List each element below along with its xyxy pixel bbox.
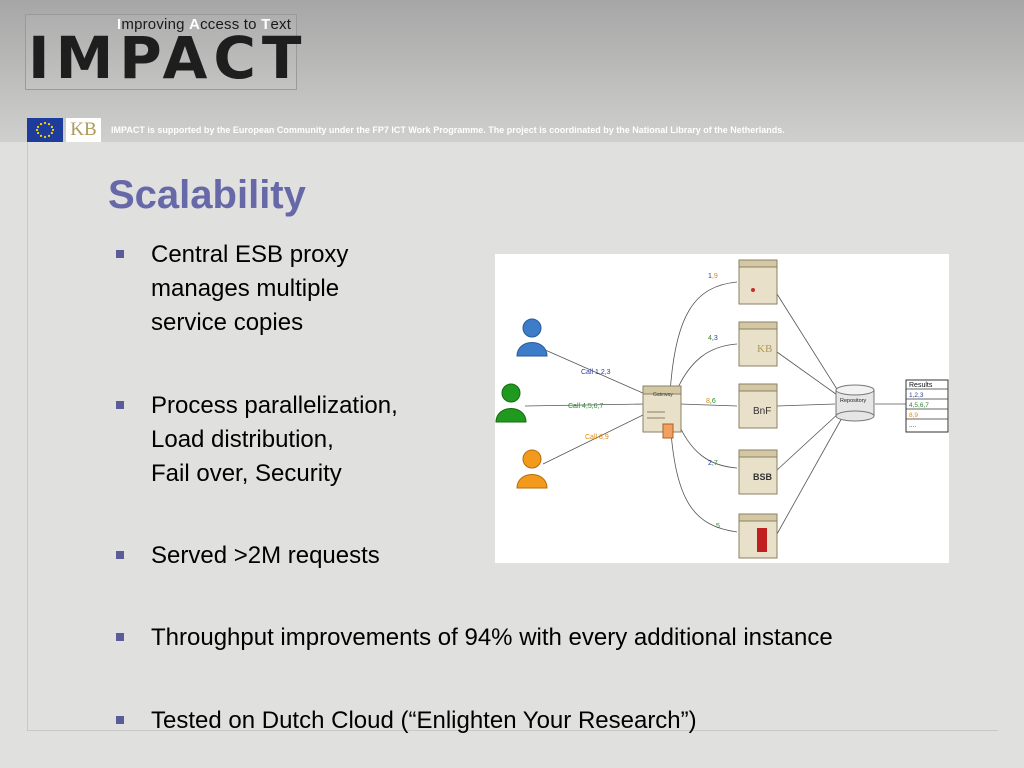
- server-request-label: 1,9: [708, 273, 718, 280]
- logo-tagline: Improving Access to Text: [117, 16, 291, 33]
- tagline-cap-1: I: [117, 16, 122, 33]
- impact-logo-box: [25, 14, 297, 90]
- server-brand-label: BnF: [753, 406, 771, 417]
- content-frame: [27, 142, 998, 731]
- server-icon: [738, 513, 778, 559]
- results-row: ....: [909, 422, 916, 429]
- bullet-line: Tested on Dutch Cloud (“Enlighten Your R…: [151, 707, 697, 734]
- tagline-cap-3: T: [261, 16, 271, 33]
- user-icon: [516, 318, 548, 357]
- tagline-part-3: ext: [270, 16, 292, 33]
- bullet-line: Throughput improvements of 94% with ever…: [151, 624, 833, 651]
- server-icon: [738, 383, 778, 429]
- server-request-part: ,9: [712, 273, 718, 280]
- tagline-cap-2: A: [189, 16, 201, 33]
- server-request-label: 2,7: [708, 460, 718, 467]
- bullet-line: service copies: [151, 309, 304, 336]
- slide-title: Scalability: [108, 173, 306, 217]
- proxy-server-icon: [642, 385, 682, 439]
- eu-flag-icon: [27, 118, 63, 142]
- results-row: 4,5,6,7: [909, 402, 929, 409]
- bullet-marker-icon: [116, 633, 124, 641]
- bullet-line: manages multiple: [151, 275, 340, 302]
- tagline-part-1: mproving: [121, 16, 190, 33]
- header-band: Improving Access to Text IMPACT KB IMPAC…: [0, 0, 1024, 142]
- repository-label: Repository: [840, 398, 867, 404]
- server-request-part: ,3: [712, 335, 718, 342]
- impact-logo-text: IMPACT: [28, 24, 308, 92]
- bullet-marker-icon: [116, 551, 124, 559]
- server-request-part: 2: [708, 460, 712, 467]
- server-request-label: 5: [716, 523, 720, 530]
- server-request-part: ,7: [712, 460, 718, 467]
- call-label: Call 8,9: [585, 434, 609, 441]
- server-icon: [738, 449, 778, 495]
- bullet-text: Served >2M requests: [151, 539, 380, 573]
- proxy-label: Gateway: [653, 392, 673, 398]
- bullet-line: Central ESB proxy: [151, 241, 349, 268]
- bullet-text: Tested on Dutch Cloud (“Enlighten Your R…: [151, 704, 697, 738]
- server-request-part: 1: [708, 273, 712, 280]
- results-header: Results: [909, 382, 933, 389]
- results-row: 1,2,3: [909, 392, 924, 399]
- bullet-text: Central ESB proxy manages multiple servi…: [151, 238, 348, 340]
- diagram-connections: [524, 281, 906, 535]
- bullet-marker-icon: [116, 716, 124, 724]
- server-icon: [738, 259, 778, 305]
- bullet-text: Throughput improvements of 94% with ever…: [151, 621, 833, 655]
- bullet-text: Process parallelization, Load distributi…: [151, 389, 398, 491]
- user-icon: [516, 449, 548, 489]
- bullet-line: Served >2M requests: [151, 542, 380, 569]
- bullet-marker-icon: [116, 250, 124, 258]
- results-row: 8,9: [909, 412, 918, 419]
- bullet-marker-icon: [116, 401, 124, 409]
- tagline-part-2: ccess to: [200, 16, 262, 33]
- server-icon: [738, 321, 778, 367]
- user-icon: [495, 383, 527, 423]
- bullet-line: Fail over, Security: [151, 460, 342, 487]
- support-statement: IMPACT is supported by the European Comm…: [111, 125, 785, 135]
- server-request-label: 8,6: [706, 398, 716, 405]
- bullet-line: Load distribution,: [151, 426, 334, 453]
- server-request-part: 8: [706, 398, 710, 405]
- server-brand-label: KB: [757, 343, 772, 355]
- server-request-part: 4: [708, 335, 712, 342]
- kb-logo: KB: [66, 118, 101, 142]
- architecture-diagram: Call 1,2,3 Call 4,5,6,7 Call 8,9 Gateway: [495, 254, 949, 563]
- server-request-part: ,6: [710, 398, 716, 405]
- results-table: [905, 379, 949, 433]
- bullet-line: Process parallelization,: [151, 392, 398, 419]
- repository-database-icon: [835, 384, 875, 422]
- call-label: Call 1,2,3: [581, 369, 611, 376]
- server-brand-label: BSB: [753, 472, 773, 482]
- server-request-label: 4,3: [708, 335, 718, 342]
- call-label: Call 4,5,6,7: [568, 403, 604, 410]
